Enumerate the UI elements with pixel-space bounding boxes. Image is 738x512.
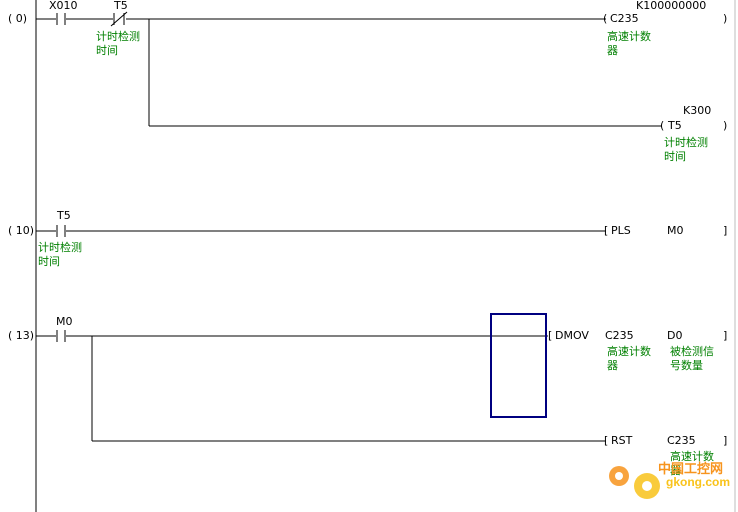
device-comment: 器 <box>607 359 618 372</box>
rung-0-wires <box>36 18 662 127</box>
instruction-dmov[interactable]: DMOV <box>555 329 589 342</box>
instruction-operand[interactable]: C235 <box>667 434 696 447</box>
device-comment: 器 <box>607 44 618 57</box>
step-number: ( 0) <box>8 12 28 25</box>
coil-device-c235[interactable]: C235 <box>610 12 639 25</box>
coil-constant: K300 <box>683 104 712 117</box>
instruction-operand[interactable]: M0 <box>667 224 684 237</box>
coil-open-paren: ( <box>603 12 608 25</box>
device-comment: 时间 <box>664 150 686 163</box>
instruction-pls[interactable]: PLS <box>611 224 631 237</box>
device-comment: 高速计数 <box>670 450 714 463</box>
instruction-open-bracket: [ <box>548 329 553 342</box>
instruction-dest[interactable]: D0 <box>667 329 683 342</box>
device-comment: 号数量 <box>670 359 703 372</box>
device-comment: 计时检测 <box>38 241 82 254</box>
coil-close-paren: ) <box>723 119 728 132</box>
device-comment: 时间 <box>38 255 60 268</box>
step-number: ( 13) <box>8 329 35 342</box>
contact-m0[interactable] <box>56 330 66 342</box>
selection-cursor[interactable] <box>490 313 547 418</box>
contact-label-m0: M0 <box>56 315 73 328</box>
step-number: ( 10) <box>8 224 35 237</box>
instruction-open-bracket: [ <box>604 434 609 447</box>
contact-t5-no[interactable] <box>56 225 66 237</box>
contact-label-x010: X010 <box>49 0 78 12</box>
instruction-source[interactable]: C235 <box>605 329 634 342</box>
device-comment: 器 <box>670 464 681 477</box>
contact-t5-nc[interactable] <box>110 11 128 27</box>
gear-icon <box>609 466 660 499</box>
rung-13-wires <box>36 335 606 442</box>
device-comment: 时间 <box>96 44 118 57</box>
instruction-open-bracket: [ <box>604 224 609 237</box>
coil-constant: K100000000 <box>636 0 707 12</box>
contact-label-t5: T5 <box>114 0 128 12</box>
coil-open-paren: ( <box>660 119 665 132</box>
contact-label-t5: T5 <box>57 209 71 222</box>
coil-close-paren: ) <box>723 12 728 25</box>
instruction-close-bracket: ] <box>723 434 728 447</box>
instruction-close-bracket: ] <box>723 329 728 342</box>
device-comment: 计时检测 <box>96 30 140 43</box>
instruction-close-bracket: ] <box>723 224 728 237</box>
contact-x010[interactable] <box>56 13 66 25</box>
device-comment: 计时检测 <box>664 136 708 149</box>
watermark-brand: 中国工控网 <box>658 461 724 476</box>
watermark-site: gkong.com <box>666 475 731 489</box>
coil-device-t5[interactable]: T5 <box>668 119 682 132</box>
device-comment: 高速计数 <box>607 345 651 358</box>
instruction-rst[interactable]: RST <box>611 434 633 447</box>
device-comment: 高速计数 <box>607 30 651 43</box>
device-comment: 被检测信 <box>670 345 714 358</box>
